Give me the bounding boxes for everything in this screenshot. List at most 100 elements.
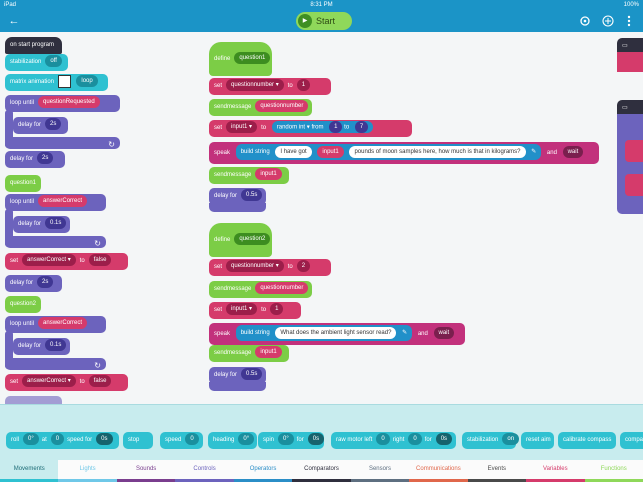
speak-block[interactable]: speak build string What does the ambient…	[209, 323, 465, 345]
questionnumber-var[interactable]: questionnumber	[255, 282, 309, 295]
tab-operators[interactable]: Operators	[233, 460, 293, 482]
input1-dropdown[interactable]: input1 ▾	[226, 121, 258, 134]
int-dropdown[interactable]: int	[298, 125, 306, 131]
spin-value[interactable]: 0°	[278, 433, 294, 446]
time-value[interactable]: 0s	[96, 433, 113, 446]
string-part-text[interactable]: I have got	[275, 145, 312, 158]
input1-var[interactable]: input1	[255, 346, 282, 359]
tab-events[interactable]: Events	[467, 460, 527, 482]
questionnumber-var[interactable]: questionnumber	[255, 100, 309, 113]
value-field[interactable]: 1	[296, 79, 311, 92]
palette-compass-block[interactable]: compass	[620, 432, 643, 449]
value-field[interactable]: 2	[296, 260, 311, 273]
delay-value[interactable]: 0.1s	[45, 217, 67, 230]
delay-value[interactable]: 0.1s	[45, 339, 67, 352]
value-field[interactable]: 1	[270, 303, 284, 316]
false-value[interactable]: false	[88, 375, 112, 388]
speed-value[interactable]: 0	[185, 433, 199, 446]
set-block-partial[interactable]	[625, 174, 643, 196]
tab-sounds[interactable]: Sounds	[116, 460, 176, 482]
random-operator[interactable]: random int ▾ from 1 to 7	[271, 121, 374, 134]
input1-var[interactable]: input1	[317, 145, 344, 158]
answer-correct-var[interactable]: answerCorrect	[38, 195, 88, 208]
tab-controls[interactable]: Controls	[175, 460, 234, 482]
question-requested-var[interactable]: questionRequested	[38, 96, 100, 109]
question2-call-block[interactable]: question2	[5, 296, 41, 313]
tab-variables[interactable]: Variables	[526, 460, 585, 482]
tab-movements[interactable]: Movements	[0, 460, 59, 482]
string-part-text[interactable]: pounds of moon samples here, how much is…	[349, 145, 526, 158]
if-else-block-partial[interactable]	[617, 114, 643, 214]
set-block-partial[interactable]	[625, 140, 643, 162]
speed-value[interactable]: 0	[50, 433, 65, 446]
function-name[interactable]: question1	[234, 52, 271, 65]
tab-communications[interactable]: Communications	[409, 460, 468, 482]
build-string-operator[interactable]: build string I have got input1 pounds of…	[235, 144, 542, 161]
heading-value[interactable]: 0°	[23, 433, 39, 446]
string-part-text[interactable]: What does the ambient light sensor read?	[275, 326, 397, 339]
matrix-thumbnail-icon[interactable]	[57, 74, 71, 88]
question1-call-block[interactable]: question1	[5, 175, 41, 192]
palette-calibrate-compass-block[interactable]: calibrate compass	[558, 432, 616, 449]
right-value[interactable]: 0	[408, 433, 422, 446]
delay-value[interactable]: 0.5s	[241, 189, 263, 202]
delay-value[interactable]: 2s	[37, 276, 54, 289]
answer-correct-dropdown[interactable]: answerCorrect ▾	[22, 375, 76, 388]
heading-value[interactable]: 0°	[238, 433, 255, 446]
pencil-icon[interactable]: ✎	[531, 149, 537, 156]
tab-functions[interactable]: Functions	[584, 460, 643, 482]
build-string-operator[interactable]: build string What does the ambient light…	[235, 325, 413, 342]
matrix-animation-block[interactable]: matrix animation loop	[5, 74, 108, 91]
questionnumber-dropdown[interactable]: questionnumber ▾	[226, 79, 284, 92]
time-value[interactable]: 0s	[307, 433, 325, 446]
tab-comparators[interactable]: Comparators	[292, 460, 351, 482]
delay-block-partial[interactable]	[5, 396, 62, 404]
event-block-partial[interactable]: ▭	[617, 38, 643, 52]
set-block-partial[interactable]	[617, 52, 643, 72]
tab-sensors[interactable]: Sensors	[350, 460, 410, 482]
palette-stop-block[interactable]: stop	[123, 432, 153, 449]
delay-value[interactable]: 2s	[45, 118, 62, 131]
false-value[interactable]: false	[88, 254, 112, 267]
answer-correct-var[interactable]: answerCorrect	[38, 317, 88, 330]
palette-reset-aim-block[interactable]: reset aim	[521, 432, 554, 449]
answer-correct-dropdown[interactable]: answerCorrect ▾	[22, 254, 76, 267]
random-min[interactable]: 1	[329, 121, 343, 134]
questionnumber-dropdown[interactable]: questionnumber ▾	[226, 260, 284, 273]
delay-value[interactable]: 0.5s	[241, 368, 263, 381]
stabilization-value[interactable]: off	[45, 55, 62, 68]
function-name[interactable]: question2	[234, 233, 271, 246]
stabilization-value[interactable]: on	[502, 433, 520, 446]
wait-toggle[interactable]: wait	[433, 327, 455, 340]
on-start-program-block[interactable]: on start program	[5, 37, 62, 54]
back-arrow-icon[interactable]: ←	[8, 15, 20, 27]
input1-var[interactable]: input1	[255, 168, 282, 181]
